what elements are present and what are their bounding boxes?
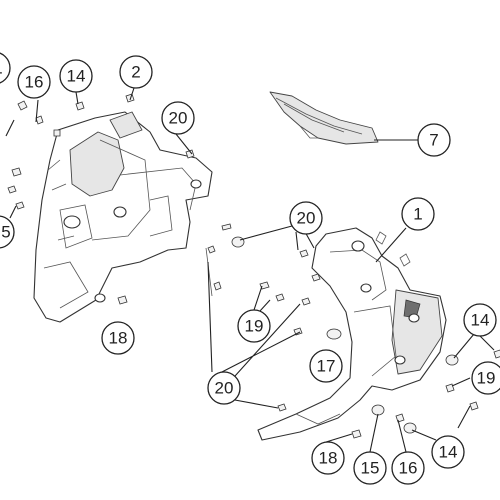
callout-19-mid: 19	[237, 309, 271, 343]
callout-label: 14	[471, 311, 490, 330]
callout-label: 16	[399, 459, 418, 478]
callout-20-top: 20	[161, 101, 195, 135]
callout-label: 15	[361, 459, 380, 478]
callout-16-top: 16	[17, 65, 51, 99]
callout-label: 7	[429, 131, 438, 150]
callout-18-bottom: 18	[311, 441, 345, 475]
callout-17: 17	[309, 349, 343, 383]
callout-7: 7	[417, 123, 451, 157]
callout-label: 1	[413, 205, 422, 224]
callout-label: 20	[297, 209, 316, 228]
callout-20-bottom: 20	[207, 371, 241, 405]
callout-18-left: 18	[101, 321, 135, 355]
callout-19-right-edge: 19	[471, 361, 500, 395]
left-bracket-part	[33, 111, 213, 323]
callout-1-left-edge: 1	[0, 52, 11, 84]
callout-label: 18	[109, 329, 128, 348]
callout-label: 18	[319, 449, 338, 468]
callout-label: 19	[245, 317, 264, 336]
shelf-part-7	[269, 91, 379, 145]
callout-label: 1	[0, 59, 3, 78]
callout-label: 14	[439, 443, 458, 462]
right-bracket-part	[257, 227, 447, 441]
callout-label: 2	[131, 63, 140, 82]
callout-label: 19	[477, 369, 496, 388]
callout-label: 20	[169, 109, 188, 128]
callout-1-right: 1	[401, 197, 435, 231]
callout-14-top: 14	[59, 59, 93, 93]
callout-5-left-edge: 5	[0, 215, 15, 249]
callout-label: 17	[317, 357, 336, 376]
callout-15: 15	[353, 451, 387, 485]
callout-label: 5	[1, 223, 10, 242]
callout-16-bottom: 16	[391, 451, 425, 485]
callout-2: 2	[119, 55, 153, 89]
callout-14-right: 14	[463, 303, 497, 337]
callout-label: 20	[215, 379, 234, 398]
callout-label: 14	[67, 67, 86, 86]
callout-label: 16	[25, 73, 44, 92]
callout-20-mid: 20	[289, 201, 323, 235]
callout-14-bottom: 14	[431, 435, 465, 469]
